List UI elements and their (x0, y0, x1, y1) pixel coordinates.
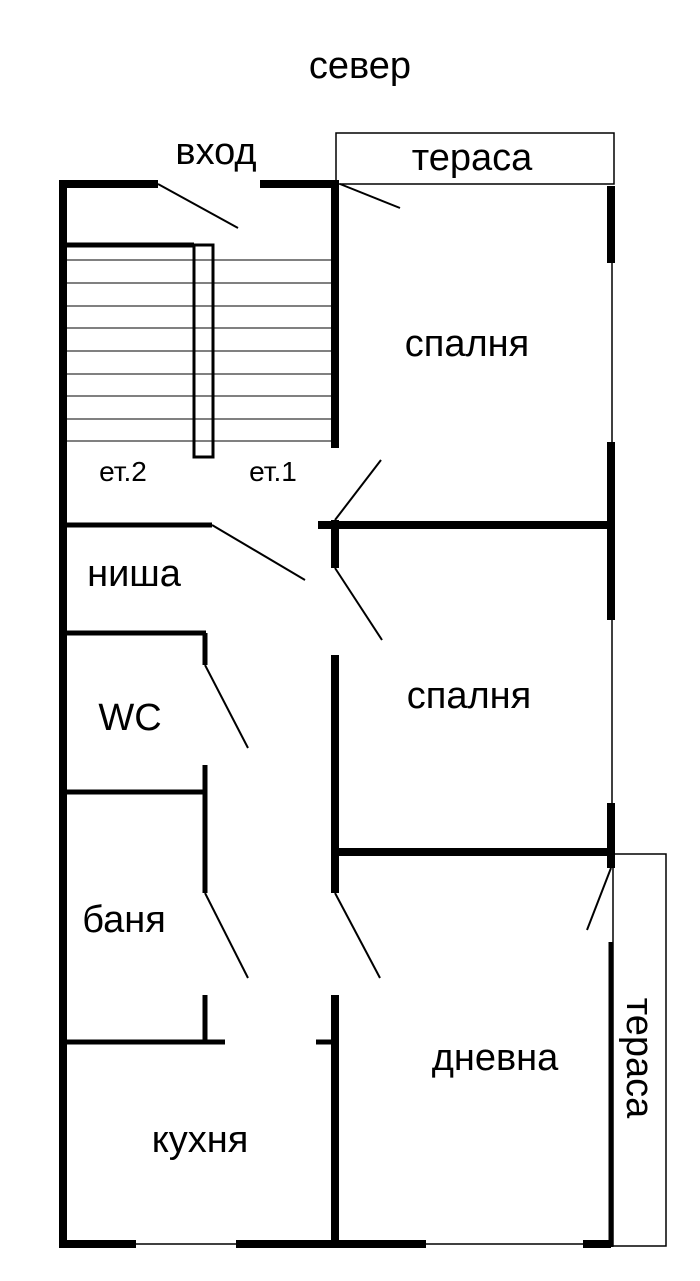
bathroom-label: баня (82, 899, 166, 941)
door-niche (211, 524, 306, 581)
door-bedroom-1 (334, 459, 382, 521)
living-room-label: дневна (432, 1037, 559, 1079)
kitchen-label: кухня (152, 1119, 249, 1161)
staircase (66, 242, 334, 459)
labels: север вход тераса ет.2 ет.1 спалня ниша … (82, 45, 660, 1161)
door-east-terrace (586, 867, 612, 931)
terrace-north-label: тераса (412, 137, 533, 179)
niche-label: ниша (87, 553, 182, 595)
north-terrace-outline (335, 132, 615, 185)
door-living (334, 892, 381, 979)
walls (59, 180, 615, 1248)
door-bathroom (204, 892, 249, 979)
door-bedroom-2 (334, 567, 383, 641)
terrace-east-label: тераса (618, 998, 660, 1119)
entrance-label: вход (175, 131, 256, 173)
compass-label: север (309, 45, 411, 87)
door-north-terrace (339, 183, 401, 209)
interior-walls (63, 522, 614, 1247)
doors (157, 183, 612, 979)
floor-2-label: ет.2 (99, 456, 147, 487)
stair-steps (66, 259, 334, 442)
bedroom-2-label: спалня (407, 675, 531, 717)
bedroom-1-label: спалня (405, 323, 529, 365)
door-entrance (157, 183, 239, 229)
east-terrace-outline (612, 853, 667, 1247)
thin-lines (136, 132, 667, 1247)
door-wc (204, 664, 249, 749)
wc-label: WC (98, 697, 161, 739)
floor-1-label: ет.1 (249, 456, 297, 487)
